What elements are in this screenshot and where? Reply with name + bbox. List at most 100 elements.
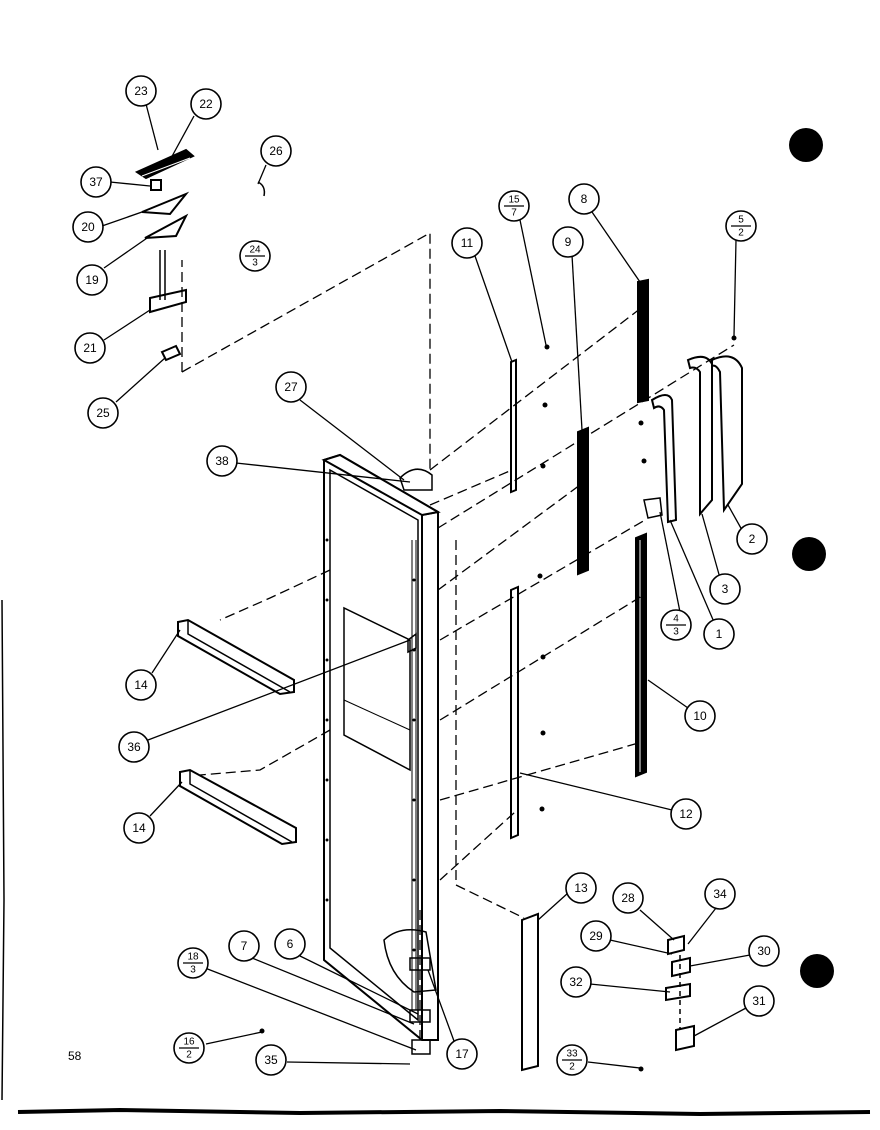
scan-edge-left: [1, 599, 5, 1101]
callout-label: 1: [716, 627, 723, 641]
callout-circle: [125, 669, 157, 701]
callout-circle: [255, 1044, 287, 1076]
callout-circle: [260, 135, 292, 167]
callout-label: 22: [199, 97, 213, 111]
callout-bubble: 8: [568, 183, 600, 215]
callout-circle: [560, 966, 592, 998]
fraction-top: 33: [566, 1049, 578, 1060]
callout-label: 27: [284, 380, 298, 394]
callout-bubble: 28: [612, 882, 644, 914]
callout-circle: [125, 75, 157, 107]
callout-label: 21: [83, 341, 97, 355]
callout-bubble: 17: [446, 1038, 478, 1070]
fraction-callout-bubble: 43: [660, 609, 692, 641]
fraction-bottom: 3: [190, 965, 196, 976]
callout-circle: [580, 920, 612, 952]
callout-label: 13: [574, 881, 588, 895]
callout-label: 7: [241, 939, 248, 953]
callout-circle: [568, 183, 600, 215]
callout-bubble: 1: [703, 618, 735, 650]
callout-label: 29: [589, 929, 603, 943]
callout-circle: [552, 226, 584, 258]
callout-bubble: 6: [274, 928, 306, 960]
callout-bubble: 13: [565, 872, 597, 904]
callout-circle: [123, 812, 155, 844]
callout-bubble: 19: [76, 264, 108, 296]
callout-bubble: 29: [580, 920, 612, 952]
callout-bubble: 7: [228, 930, 260, 962]
callout-circle: [565, 872, 597, 904]
registration-dot: [792, 537, 826, 571]
fraction-bottom: 3: [252, 258, 258, 269]
callout-label: 17: [455, 1047, 469, 1061]
fraction-top: 18: [187, 952, 199, 963]
fraction-callout-bubble: 162: [173, 1032, 205, 1064]
callout-bubble: 14: [123, 812, 155, 844]
callout-bubble: 14: [125, 669, 157, 701]
callout-bubble: 9: [552, 226, 584, 258]
callout-circle: [736, 523, 768, 555]
leader-lines: [101, 103, 751, 1069]
callout-circle: [670, 798, 702, 830]
callout-bubble: 32: [560, 966, 592, 998]
callout-label: 23: [134, 84, 148, 98]
callout-label: 37: [89, 175, 103, 189]
callout-circle: [274, 928, 306, 960]
callout-bubble: 34: [704, 878, 736, 910]
callout-bubble: 30: [748, 935, 780, 967]
callout-label: 6: [287, 937, 294, 951]
callout-label: 25: [96, 406, 110, 420]
fraction-bottom: 7: [511, 208, 517, 219]
callout-circle: [206, 445, 238, 477]
callout-bubble: 38: [206, 445, 238, 477]
cabinet-frame: [321, 453, 441, 1055]
callout-bubble: 12: [670, 798, 702, 830]
registration-dot: [789, 128, 823, 162]
callout-circle: [80, 166, 112, 198]
callout-label: 32: [569, 975, 583, 989]
callout-circle: [190, 88, 222, 120]
callout-circle: [748, 935, 780, 967]
callout-bubble: 23: [125, 75, 157, 107]
fraction-top: 16: [183, 1037, 195, 1048]
callout-bubble: 35: [255, 1044, 287, 1076]
fraction-callout-bubble: 332: [556, 1044, 588, 1076]
fraction-top: 5: [738, 215, 744, 226]
fraction-callout-bubble: 157: [498, 190, 530, 222]
fraction-callout-bubble: 183: [177, 947, 209, 979]
trim-strips: [259, 278, 743, 1072]
callout-label: 3: [722, 582, 729, 596]
callout-circle: [118, 731, 150, 763]
callout-circle: [275, 371, 307, 403]
callout-label: 12: [679, 807, 693, 821]
callout-bubble: 11: [451, 227, 483, 259]
alignment-lines: [181, 231, 735, 1040]
callout-circle: [87, 397, 119, 429]
callout-circle: [228, 930, 260, 962]
registration-dot-layer: [789, 128, 834, 988]
fraction-bottom: 2: [569, 1062, 575, 1073]
callout-circle: [709, 573, 741, 605]
callout-circle: [703, 618, 735, 650]
top-hinge-assembly: [134, 148, 266, 362]
callout-circle: [76, 264, 108, 296]
callout-layer: 2322263720192125118927382311410361214132…: [72, 75, 780, 1076]
callout-bubble: 3: [709, 573, 741, 605]
callout-label: 26: [269, 144, 283, 158]
callout-circle: [612, 882, 644, 914]
registration-dot: [800, 954, 834, 988]
callout-circle: [446, 1038, 478, 1070]
callout-label: 10: [693, 709, 707, 723]
callout-circle: [743, 985, 775, 1017]
callout-circle: [704, 878, 736, 910]
callout-label: 19: [85, 273, 99, 287]
callout-bubble: 20: [72, 211, 104, 243]
callout-label: 20: [81, 220, 95, 234]
callout-label: 34: [713, 887, 727, 901]
callout-label: 11: [461, 236, 474, 250]
callout-label: 31: [752, 994, 766, 1008]
callout-bubble: 37: [80, 166, 112, 198]
